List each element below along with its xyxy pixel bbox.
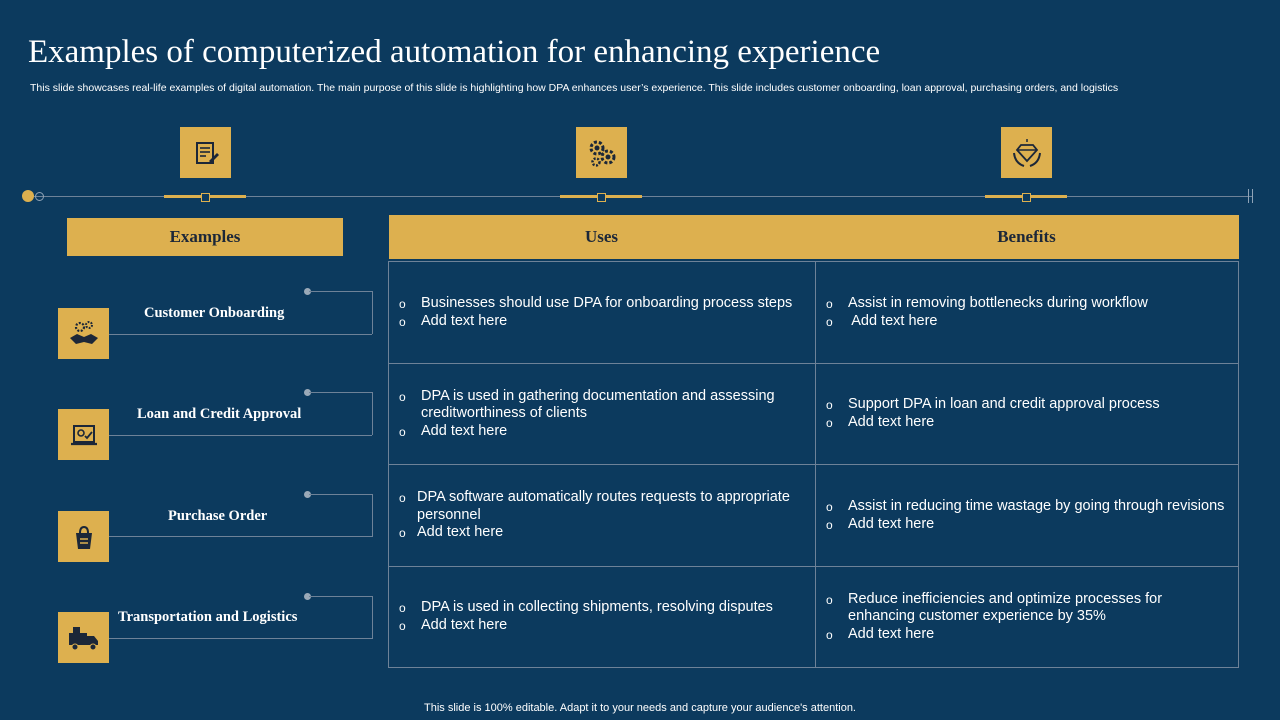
bullet-marker: o: [826, 296, 833, 311]
timeline-marker: [597, 193, 606, 202]
handshake-gears-icon: [58, 308, 109, 359]
bullet-marker: o: [399, 389, 406, 404]
gears-icon: [576, 127, 627, 178]
timeline-end-mark: [1252, 189, 1253, 203]
example-label-transportation-logistics: Transportation and Logistics: [118, 609, 298, 625]
bullet-marker: o: [399, 619, 406, 633]
delivery-truck-icon: [58, 612, 109, 663]
bullet-marker: o: [399, 296, 406, 311]
example-label-purchase-order: Purchase Order: [168, 508, 268, 524]
timeline-line: [34, 196, 1252, 197]
timeline-marker: [201, 193, 210, 202]
connector-line: [109, 536, 372, 537]
connector-dot: [304, 288, 311, 295]
connector-line: [309, 494, 373, 495]
bullet-marker: o: [826, 517, 833, 532]
uses-benefits-header: Uses Benefits: [389, 215, 1239, 259]
connector-line: [309, 392, 373, 393]
page-subtitle: This slide showcases real-life examples …: [30, 82, 1119, 94]
connector-line: [372, 392, 373, 435]
bullet-marker: o: [399, 314, 406, 329]
example-label-loan-credit-approval: Loan and Credit Approval: [137, 406, 302, 422]
bullet-marker: o: [826, 592, 833, 607]
bullet-marker: o: [399, 526, 406, 540]
connector-line: [109, 334, 372, 335]
connector-line: [309, 291, 373, 292]
bullet-marker: o: [399, 601, 406, 615]
diamond-in-hands-icon: [1001, 127, 1052, 178]
footer-note: This slide is 100% editable. Adapt it to…: [424, 702, 856, 714]
benefits-header: Benefits: [997, 227, 1056, 246]
timeline-end-mark: [1248, 189, 1249, 203]
connector-line: [372, 291, 373, 334]
row-divider: [389, 566, 1238, 567]
timeline-start-ring: [35, 192, 44, 201]
connector-line: [109, 435, 372, 436]
connector-dot: [304, 491, 311, 498]
shopping-bag-icon: [58, 511, 109, 562]
connector-dot: [304, 593, 311, 600]
timeline-start-dot: [22, 190, 34, 202]
row-divider: [389, 464, 1238, 465]
timeline-marker: [1022, 193, 1031, 202]
checklist-icon: [180, 127, 231, 178]
example-label-customer-onboarding: Customer Onboarding: [144, 305, 285, 321]
loan-approval-icon: [58, 409, 109, 460]
connector-line: [109, 638, 372, 639]
bullet-marker: o: [826, 627, 833, 642]
connector-dot: [304, 389, 311, 396]
list-item: o Add text here: [816, 313, 1236, 331]
connector-line: [372, 494, 373, 537]
bullet-marker: o: [826, 314, 833, 329]
bullet-marker: o: [399, 424, 406, 439]
examples-header: Examples: [67, 218, 343, 256]
bullet-marker: o: [826, 398, 833, 412]
uses-header: Uses: [584, 227, 619, 246]
bullet-marker: o: [399, 491, 406, 505]
connector-line: [372, 596, 373, 639]
connector-line: [309, 596, 373, 597]
bullet-marker: o: [826, 499, 833, 514]
page-title: Examples of computerized automation for …: [28, 34, 881, 70]
bullet-marker: o: [826, 416, 833, 430]
row-divider: [389, 363, 1238, 364]
